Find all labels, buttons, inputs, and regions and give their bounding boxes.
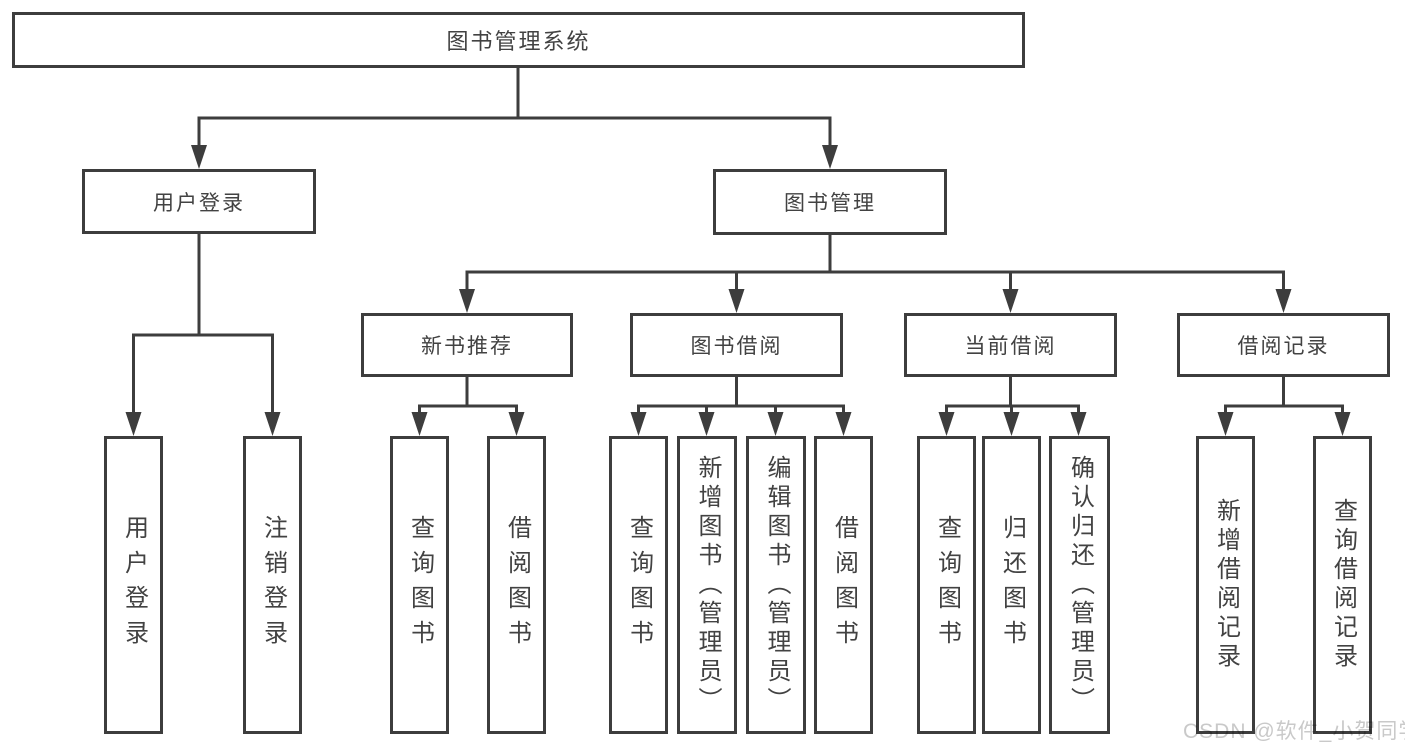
leaf-label: 编辑图书（管理员） [763,454,790,716]
leaf-add-borrow-record: 新增借阅记录 [1196,436,1255,734]
node-borrowing-records: 借阅记录 [1177,313,1390,377]
leaf-label: 确认归还（管理员） [1066,454,1094,716]
leaf-return-books: 归还图书 [982,436,1041,734]
node-label: 图书借阅 [690,335,783,358]
arrowhead-icon [1002,289,1019,313]
leaf-current-query-books: 查询图书 [917,436,976,734]
arrowhead-icon [630,412,647,436]
leaf-user-login: 用户登录 [104,436,163,734]
arrowhead-icon [822,145,838,169]
leaf-edit-book-admin: 编辑图书（管理员） [746,436,806,734]
arrowhead-icon [1070,412,1087,436]
leaf-label: 新增借阅记录 [1212,498,1240,672]
node-label: 新书推荐 [421,335,513,358]
leaf-newrec-borrow-books: 借阅图书 [487,436,546,734]
arrowhead-icon [1275,289,1292,313]
leaf-query-borrow-record: 查询借阅记录 [1313,436,1372,734]
arrowhead-icon [191,145,207,169]
leaf-label: 新增图书（管理员） [694,454,721,716]
leaf-label: 注销登录 [259,515,287,655]
node-label: 用户登录 [153,191,245,215]
arrowhead-icon [508,412,525,436]
node-book-borrowing: 图书借阅 [630,313,843,377]
arrowhead-icon [728,289,745,313]
node-label: 图书管理系统 [446,29,591,54]
arrowhead-icon [264,412,281,436]
leaf-label: 查询借阅记录 [1329,498,1357,672]
node-label: 当前借阅 [964,335,1057,358]
arrowhead-icon [1003,412,1020,436]
leaf-label: 借阅图书 [830,515,858,655]
leaf-add-book-admin: 新增图书（管理员） [677,436,737,734]
arrowhead-icon [938,412,955,436]
node-label: 借阅记录 [1237,335,1330,358]
leaf-borrow-borrow-books: 借阅图书 [814,436,873,734]
arrowhead-icon [835,412,852,436]
node-library-management-system: 图书管理系统 [12,12,1025,68]
arrowhead-icon [767,412,784,436]
leaf-label: 查询图书 [933,515,961,655]
leaf-borrow-query-books: 查询图书 [609,436,668,734]
arrowhead-icon [411,412,428,436]
node-new-book-recommend: 新书推荐 [361,313,573,377]
node-book-management: 图书管理 [713,169,947,235]
arrowhead-icon [1334,412,1351,436]
node-label: 图书管理 [784,192,876,215]
arrowhead-icon [698,412,715,436]
node-current-borrowing: 当前借阅 [904,313,1117,377]
leaf-label: 归还图书 [998,515,1026,655]
node-user-login: 用户登录 [82,169,316,234]
leaf-logout: 注销登录 [243,436,302,734]
leaf-label: 查询图书 [625,515,653,655]
arrowhead-icon [459,289,475,313]
arrowhead-icon [125,412,142,436]
arrowhead-icon [1217,412,1234,436]
leaf-label: 借阅图书 [503,515,531,655]
leaf-confirm-return-admin: 确认归还（管理员） [1049,436,1110,734]
leaf-newrec-query-books: 查询图书 [390,436,449,734]
csdn-watermark: CSDN @软件_小贺同学 [1183,720,1405,743]
leaf-label: 用户登录 [120,515,148,655]
leaf-label: 查询图书 [406,515,434,655]
